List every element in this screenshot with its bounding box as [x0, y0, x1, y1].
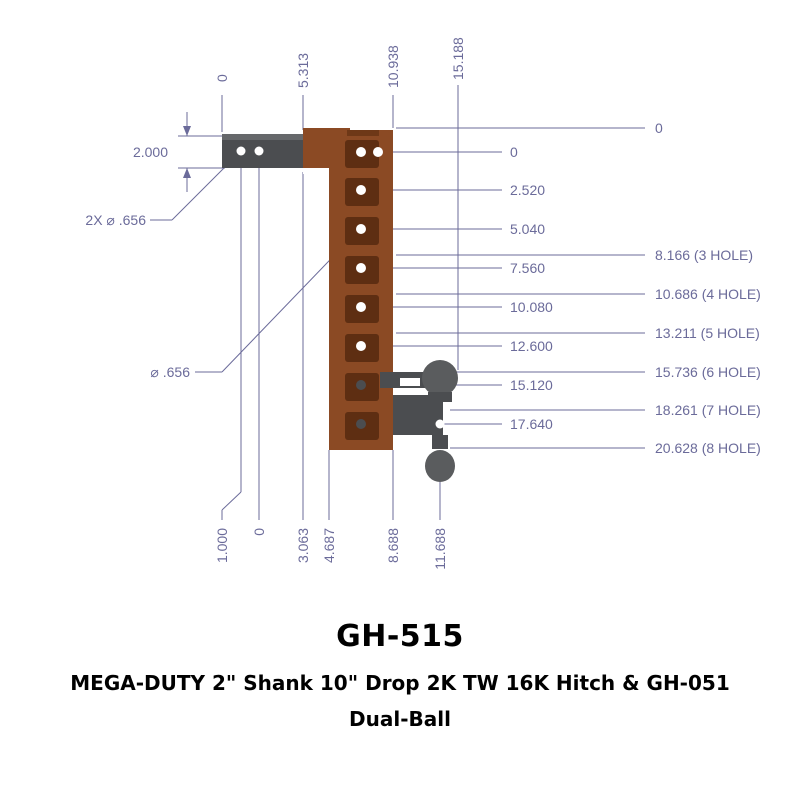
- top-dimension-labels: 0 5.313 10.938 15.188: [214, 37, 466, 88]
- dim-hole-4: 10.080: [510, 299, 553, 315]
- shank: [222, 134, 312, 168]
- dim-hole-2: 5.040: [510, 221, 545, 237]
- dim-bottom-3: 4.687: [321, 528, 337, 563]
- bar-holes: [356, 147, 383, 429]
- shank-height-label: 2.000: [133, 144, 168, 160]
- dim-top-2: 10.938: [385, 45, 401, 88]
- dim-bottom-4: 8.688: [385, 528, 401, 563]
- lower-ball: [425, 450, 455, 482]
- hole-dimension-labels: 0 2.520 5.040 7.560 10.080 12.600 15.120…: [510, 144, 553, 432]
- bar-hole-label: ⌀ .656: [150, 364, 190, 380]
- hitch-technical-drawing: 0 5.313 10.938 15.188 1.000 0 3.063 4.68…: [85, 37, 761, 570]
- drop-bar: [303, 128, 393, 450]
- dim-bottom-1: 0: [251, 528, 267, 536]
- dim-bottom-2: 3.063: [295, 528, 311, 563]
- dim-hole-0: 0: [510, 144, 518, 160]
- dim-drop-4: 15.736 (6 HOLE): [655, 364, 761, 380]
- dim-drop-5: 18.261 (7 HOLE): [655, 402, 761, 418]
- dim-bottom-5: 11.688: [432, 528, 448, 570]
- dim-top-0: 0: [214, 74, 230, 82]
- shank-holes-label: 2X ⌀ .656: [85, 212, 146, 228]
- product-caption: GH-515 MEGA-DUTY 2" Shank 10" Drop 2K TW…: [0, 615, 800, 737]
- dim-hole-7: 17.640: [510, 416, 553, 432]
- model-number: GH-515: [336, 619, 464, 654]
- horizontal-dimension-lines: [150, 112, 645, 449]
- dim-drop-6: 20.628 (8 HOLE): [655, 440, 761, 456]
- drop-dimension-labels: 0 8.166 (3 HOLE) 10.686 (4 HOLE) 13.211 …: [655, 120, 761, 456]
- dim-top-3: 15.188: [450, 37, 466, 80]
- product-description: MEGA-DUTY 2" Shank 10" Drop 2K TW 16K Hi…: [70, 671, 730, 731]
- ball-mount: [380, 360, 458, 482]
- dim-drop-0: 0: [655, 120, 663, 136]
- dim-drop-3: 13.211 (5 HOLE): [655, 325, 760, 341]
- dim-top-1: 5.313: [295, 53, 311, 88]
- vertical-extension-lines: [221, 85, 459, 520]
- dim-hole-6: 15.120: [510, 377, 553, 393]
- dim-bottom-0: 1.000: [214, 528, 230, 563]
- shank-hole: [236, 146, 246, 156]
- upper-ball: [422, 360, 458, 396]
- shank-hole: [254, 146, 264, 156]
- dim-drop-1: 8.166 (3 HOLE): [655, 247, 753, 263]
- dim-drop-2: 10.686 (4 HOLE): [655, 286, 761, 302]
- dim-hole-1: 2.520: [510, 182, 545, 198]
- dim-hole-3: 7.560: [510, 260, 545, 276]
- dim-hole-5: 12.600: [510, 338, 553, 354]
- bottom-dimension-labels: 1.000 0 3.063 4.687 8.688 11.688: [214, 528, 448, 570]
